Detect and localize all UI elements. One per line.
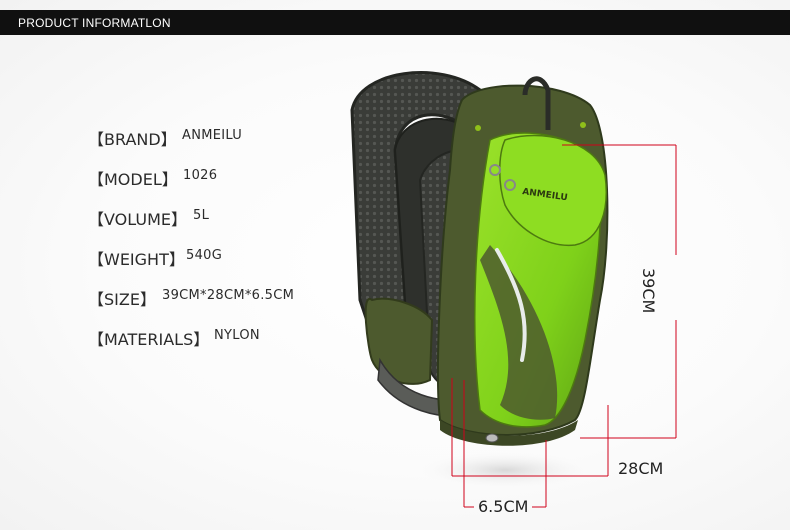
zipper-pull-icon [485,433,499,443]
spec-label: 【BRAND】 [88,130,177,149]
width-dimension-line [451,378,609,477]
spec-value: 540G [186,248,223,263]
depth-dimension-line [463,380,547,508]
spec-label: 【VOLUME】 [88,210,188,229]
reflective-stripe [495,248,527,362]
strap-loop-icon [580,122,586,128]
zipper-ring-icon [504,179,516,191]
spec-label: 【WEIGHT】 [88,250,185,269]
height-dimension-line [562,144,677,439]
strap-loop-icon [475,125,481,131]
section-title: PRODUCT INFORMATLON [18,16,171,30]
spec-value: 5L [193,208,210,223]
spec-value: 39CM*28CM*6.5CM [162,288,295,303]
spec-value: ANMEILU [182,128,243,143]
header-bar: PRODUCT INFORMATLON [0,10,790,35]
spec-value: NYLON [214,328,260,343]
tube-loop-icon [522,76,551,130]
zipper-ring-icon [489,164,501,176]
depth-dimension-label: 6.5CM [478,497,529,516]
bottom-trim [440,420,578,446]
width-dimension-label: 28CM [618,459,664,478]
spec-label: 【MATERIALS】 [88,330,210,349]
spec-label: 【MODEL】 [88,170,178,189]
side-pocket [364,297,434,385]
lid-pocket [499,134,607,247]
floor-shadow [410,450,600,490]
height-dimension-label: 39CM [639,268,658,314]
spec-value: 1026 [183,168,218,183]
spec-label: 【SIZE】 [88,290,156,309]
lower-swoosh [480,245,558,420]
